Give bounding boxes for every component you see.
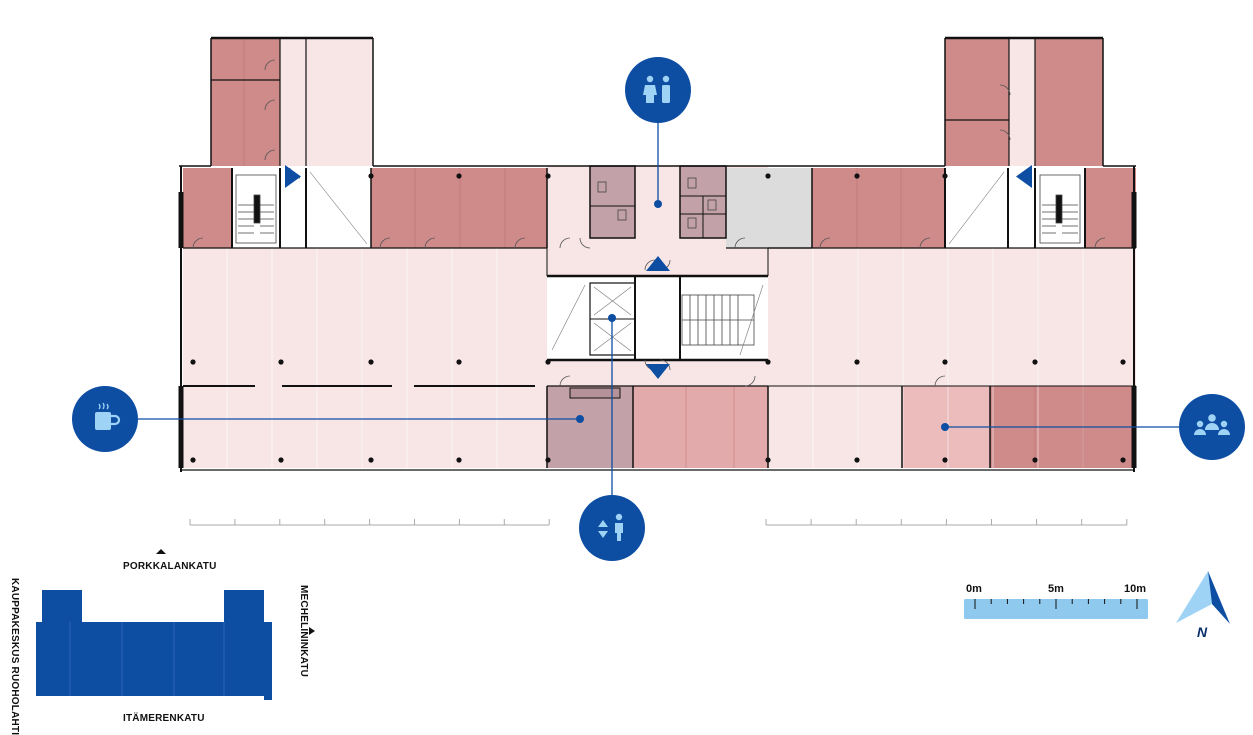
restroom-icon — [643, 75, 670, 103]
marker-anchor-dots — [576, 200, 949, 431]
room-south-c1 — [633, 386, 768, 468]
entrance-arrows — [285, 165, 1032, 379]
core-lobby — [547, 276, 768, 360]
column — [1032, 457, 1038, 463]
street-label-north: PORKKALANKATU — [123, 561, 217, 572]
arrow-central-north — [646, 256, 670, 271]
building-footprint — [183, 38, 1136, 468]
structural-columns — [190, 173, 1126, 463]
scale-label-0: 0m — [966, 583, 982, 595]
northeast-tower-corridor — [1009, 38, 1035, 166]
column — [765, 173, 771, 179]
column — [765, 359, 771, 365]
kitchen-room — [547, 386, 633, 468]
column — [368, 173, 374, 179]
restroom-block-west — [590, 166, 635, 238]
room-ne-2 — [945, 120, 1009, 166]
scale-label-10: 10m — [1124, 583, 1147, 595]
north-compass — [1176, 571, 1230, 624]
column — [942, 457, 948, 463]
street-label-west: KAUPPAKESKUS RUOHOLAHTI — [9, 578, 20, 735]
northwest-tower-corridor — [280, 38, 373, 166]
coffee-marker[interactable] — [72, 386, 138, 452]
arrow-west-entrance — [285, 165, 301, 188]
column — [190, 457, 196, 463]
elevator-shafts — [309, 171, 1005, 356]
elevator-restroom-marker[interactable] — [579, 495, 645, 561]
column — [942, 173, 948, 179]
column — [545, 457, 551, 463]
column — [368, 359, 374, 365]
column — [765, 457, 771, 463]
column — [854, 173, 860, 179]
staircase-east — [1039, 174, 1081, 244]
key-map-north-arrow — [156, 549, 166, 554]
room-north-w0 — [183, 168, 232, 248]
restroom-marker[interactable] — [625, 57, 691, 123]
arrow-central-south — [646, 364, 670, 379]
key-map-building — [36, 549, 315, 700]
coffee-icon — [95, 402, 121, 430]
dimension-rulers — [189, 519, 1128, 526]
door-swings — [192, 59, 1106, 387]
meeting-room-icon — [1194, 414, 1230, 435]
column — [190, 359, 196, 365]
staircase-central — [681, 294, 755, 346]
column — [1032, 359, 1038, 365]
column — [278, 359, 284, 365]
column — [1120, 457, 1126, 463]
arrow-east-entrance — [1016, 165, 1032, 188]
column — [278, 457, 284, 463]
room-nw-2 — [211, 80, 280, 166]
scale-label-5: 5m — [1048, 583, 1064, 595]
column — [456, 457, 462, 463]
compass-north-label: N — [1197, 624, 1208, 640]
room-north-e2 — [1085, 168, 1136, 248]
marker-leaders — [105, 90, 1212, 528]
key-map-east-arrow — [309, 627, 315, 635]
column — [545, 359, 551, 365]
column — [854, 359, 860, 365]
meeting-room-marker[interactable] — [1179, 394, 1245, 460]
street-label-south: ITÄMERENKATU — [123, 713, 205, 724]
column — [456, 173, 462, 179]
room-north-e1 — [812, 168, 945, 248]
restroom-fixtures — [597, 177, 717, 229]
column — [1120, 359, 1126, 365]
room-nw-1 — [211, 38, 280, 80]
column — [545, 173, 551, 179]
west-wing-corridor — [183, 248, 547, 468]
scale-bar — [964, 599, 1148, 619]
street-label-east: MECHELININKATU — [298, 585, 309, 678]
column — [854, 457, 860, 463]
column — [456, 359, 462, 365]
room-ne-3 — [1035, 38, 1103, 166]
storage-grey-room — [726, 168, 812, 248]
elevator-restroom-icon — [598, 513, 623, 541]
column — [942, 359, 948, 365]
column — [368, 457, 374, 463]
room-north-w1 — [371, 168, 547, 248]
staircase-west — [235, 174, 277, 244]
room-ne-1 — [945, 38, 1009, 120]
